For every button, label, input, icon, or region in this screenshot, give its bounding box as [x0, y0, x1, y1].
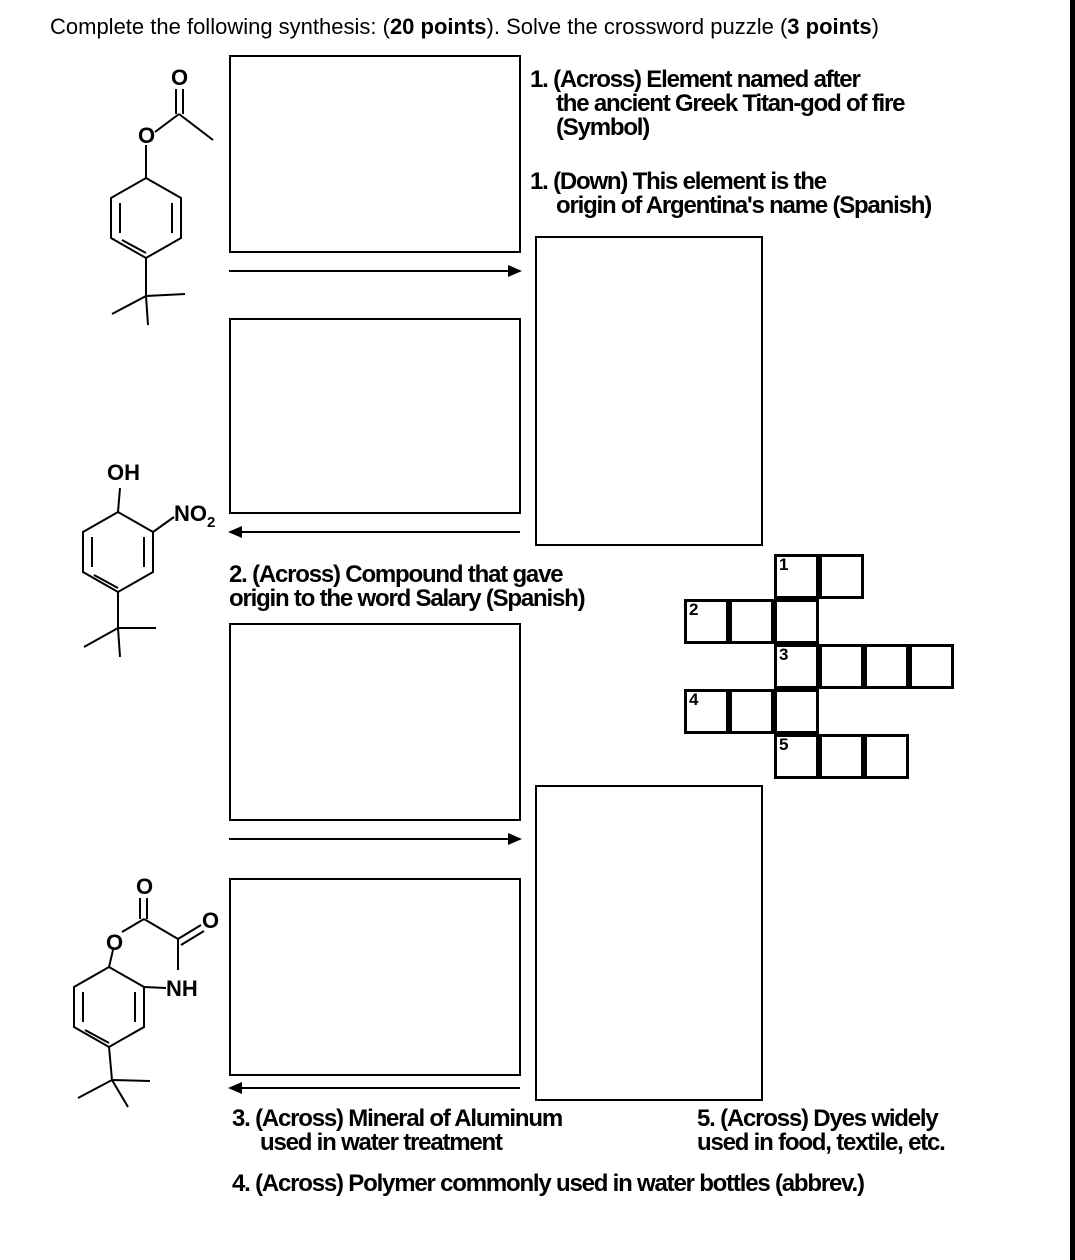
clue-3-across-line-2: used in water treatment [260, 1129, 503, 1156]
crossword-cell[interactable] [909, 644, 954, 689]
crossword-cell[interactable] [774, 689, 819, 734]
clue-2-across-line-2: origin to the word Salary (Spanish) [229, 585, 586, 612]
clue-1-down: 1. (Down) This element is the origin of … [530, 168, 932, 219]
instructions-header: Complete the following synthesis: (20 po… [50, 14, 879, 40]
m1-carbonyl-o-label: O [171, 65, 188, 90]
arrow-left-2 [228, 1082, 520, 1094]
molecule-4-tert-butylphenyl-acetate [110, 89, 214, 326]
m3-carbonyl-o2-label: O [202, 908, 219, 933]
crossword-number-2: 2 [689, 600, 699, 619]
clue-1-across: 1. (Across) Element named after the anci… [530, 66, 905, 141]
clue-2-across-line-1: 2. (Across) Compound that gave [229, 561, 564, 588]
molecule-tert-butyl-benzoxazinedione [73, 898, 205, 1108]
clue-1-across-line-2: the ancient Greek Titan-god of fire [556, 90, 905, 117]
crossword-number-3: 3 [779, 645, 789, 664]
crossword-cell[interactable]: 2 [684, 599, 729, 644]
arrow-left-1 [228, 526, 520, 538]
clue-3-across: 3. (Across) Mineral of Aluminum used in … [232, 1105, 563, 1156]
answer-box-6[interactable] [229, 878, 521, 1076]
crossword-cell[interactable]: 1 [774, 554, 819, 599]
crossword-cell[interactable] [819, 644, 864, 689]
crossword-cell[interactable]: 4 [684, 689, 729, 734]
crossword-cell[interactable] [819, 554, 864, 599]
clue-5-across-line-1: 5. (Across) Dyes widely [697, 1105, 939, 1132]
clue-1-across-line-1: 1. (Across) Element named after [530, 66, 861, 93]
clue-1-down-line-1: 1. (Down) This element is the [530, 168, 827, 195]
crossword-cell[interactable] [864, 734, 909, 779]
crossword-points: 3 points [787, 14, 872, 39]
header-text-suffix: ) [871, 14, 879, 39]
answer-box-5[interactable] [535, 785, 763, 1101]
crossword-cell[interactable] [729, 599, 774, 644]
arrow-right-1 [229, 265, 522, 277]
m1-ester-o-label: O [138, 123, 155, 148]
page-edge-bar [1070, 0, 1075, 1260]
crossword-cell[interactable] [774, 599, 819, 644]
header-text-prefix: Complete the following synthesis: ( [50, 14, 390, 39]
answer-box-3[interactable] [229, 318, 521, 514]
crossword-cell[interactable] [864, 644, 909, 689]
clue-5-across: 5. (Across) Dyes widely used in food, te… [697, 1105, 946, 1156]
clue-5-across-line-2: used in food, textile, etc. [697, 1129, 946, 1156]
m2-oh-label: OH [107, 460, 140, 485]
crossword-number-5: 5 [779, 735, 789, 754]
answer-box-1[interactable] [229, 55, 521, 253]
arrow-right-2 [229, 833, 522, 845]
clue-4-across-line-1: 4. (Across) Polymer commonly used in wat… [232, 1170, 865, 1197]
m3-ring-o-label: O [106, 930, 123, 955]
answer-box-2[interactable] [535, 236, 763, 546]
clue-2-across: 2. (Across) Compound that gave origin to… [229, 561, 586, 612]
crossword-cell[interactable]: 5 [774, 734, 819, 779]
header-text-middle: ). Solve the crossword puzzle ( [486, 14, 788, 39]
crossword-cell[interactable] [819, 734, 864, 779]
crossword-number-1: 1 [779, 555, 789, 574]
clue-1-across-line-3: (Symbol) [556, 114, 650, 141]
synthesis-points: 20 points [389, 14, 487, 39]
answer-box-4[interactable] [229, 623, 521, 821]
m3-carbonyl-o1-label: O [136, 874, 153, 899]
clue-1-down-line-2: origin of Argentina's name (Spanish) [556, 192, 932, 219]
crossword-cell[interactable]: 3 [774, 644, 819, 689]
m3-nh-label: NH [166, 976, 198, 1001]
crossword-cell[interactable] [729, 689, 774, 734]
m2-no2-label: NO2 [174, 501, 215, 531]
clue-4-across: 4. (Across) Polymer commonly used in wat… [232, 1170, 865, 1197]
crossword-number-4: 4 [689, 690, 699, 709]
clue-3-across-line-1: 3. (Across) Mineral of Aluminum [232, 1105, 563, 1132]
molecule-4-tert-butyl-2-nitrophenol [82, 487, 175, 658]
